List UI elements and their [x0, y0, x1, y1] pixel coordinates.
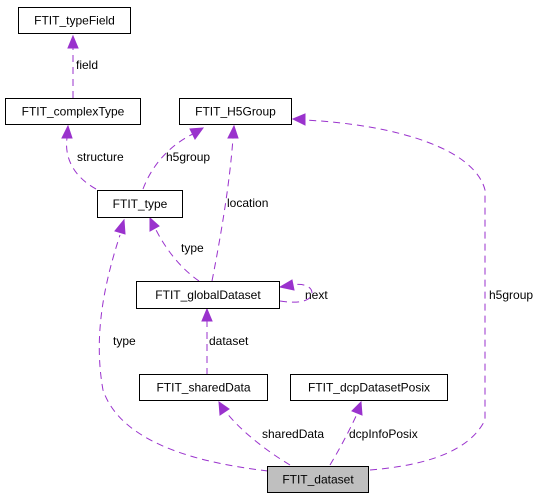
edge-dataset-arrowhead: [201, 307, 213, 322]
node-ftit-typefield[interactable]: FTIT_typeField: [18, 7, 131, 34]
edge-label-dataset: dataset: [209, 334, 249, 348]
node-label-ftit-h5group: FTIT_H5Group: [195, 105, 276, 119]
nodes: FTIT_typeField FTIT_complexType FTIT_H5G…: [5, 7, 448, 493]
edge-label-type-dataset: type: [113, 334, 136, 348]
edge-type-dataset: [98, 234, 269, 472]
edge-label-type-global: type: [181, 241, 204, 255]
node-ftit-dcpdatasetposix[interactable]: FTIT_dcpDatasetPosix: [290, 374, 448, 401]
edge-h5group-dataset: [304, 119, 486, 471]
node-label-ftit-complextype: FTIT_complexType: [22, 105, 125, 119]
edge-label-next: next: [305, 288, 328, 302]
edge-shareddata: [225, 411, 291, 466]
edge-label-location: location: [227, 196, 268, 210]
node-label-ftit-dcpdatasetposix: FTIT_dcpDatasetPosix: [308, 381, 430, 395]
edge-label-h5group-type: h5group: [166, 150, 210, 164]
edge-label-h5group-dataset: h5group: [489, 288, 533, 302]
edge-field-arrowhead: [67, 34, 79, 49]
node-ftit-globaldataset[interactable]: FTIT_globalDataset: [136, 281, 280, 309]
edge-structure: [66, 137, 97, 190]
edge-label-shareddata: sharedData: [262, 427, 324, 441]
edge-shareddata-arrowhead: [218, 400, 230, 416]
edge-type-global: [154, 227, 200, 282]
edge-location: [211, 137, 234, 282]
node-ftit-complextype[interactable]: FTIT_complexType: [5, 98, 141, 125]
edge-next-arrowhead: [278, 279, 295, 291]
edge-dcpinfoposix: [329, 413, 358, 466]
node-label-ftit-typefield: FTIT_typeField: [34, 14, 115, 28]
edge-h5group-type-arrowhead: [189, 127, 205, 140]
edge-type-dataset-arrowhead: [114, 218, 126, 235]
edge-type-global-arrowhead: [149, 216, 160, 232]
edges: [61, 34, 486, 472]
node-label-ftit-shareddata: FTIT_sharedData: [156, 381, 250, 395]
edge-label-dcpinfoposix: dcpInfoPosix: [349, 427, 418, 441]
node-label-ftit-type: FTIT_type: [113, 197, 168, 211]
edge-next: [279, 283, 313, 303]
node-ftit-h5group[interactable]: FTIT_H5Group: [179, 98, 292, 125]
edge-label-field: field: [76, 58, 98, 72]
node-label-ftit-globaldataset: FTIT_globalDataset: [155, 288, 261, 302]
node-ftit-type[interactable]: FTIT_type: [97, 190, 183, 218]
edge-labels: field structure h5group location type ne…: [76, 58, 533, 441]
edge-structure-arrowhead: [61, 124, 73, 139]
edge-label-structure: structure: [77, 150, 124, 164]
edge-h5group-dataset-arrowhead: [291, 113, 306, 126]
node-ftit-dataset[interactable]: FTIT_dataset: [267, 466, 369, 493]
node-label-ftit-dataset: FTIT_dataset: [282, 473, 354, 487]
edge-h5group-type: [142, 133, 194, 190]
node-ftit-shareddata[interactable]: FTIT_sharedData: [139, 374, 268, 401]
edge-location-arrowhead: [227, 124, 239, 139]
edge-dcpinfoposix-arrowhead: [351, 400, 363, 416]
